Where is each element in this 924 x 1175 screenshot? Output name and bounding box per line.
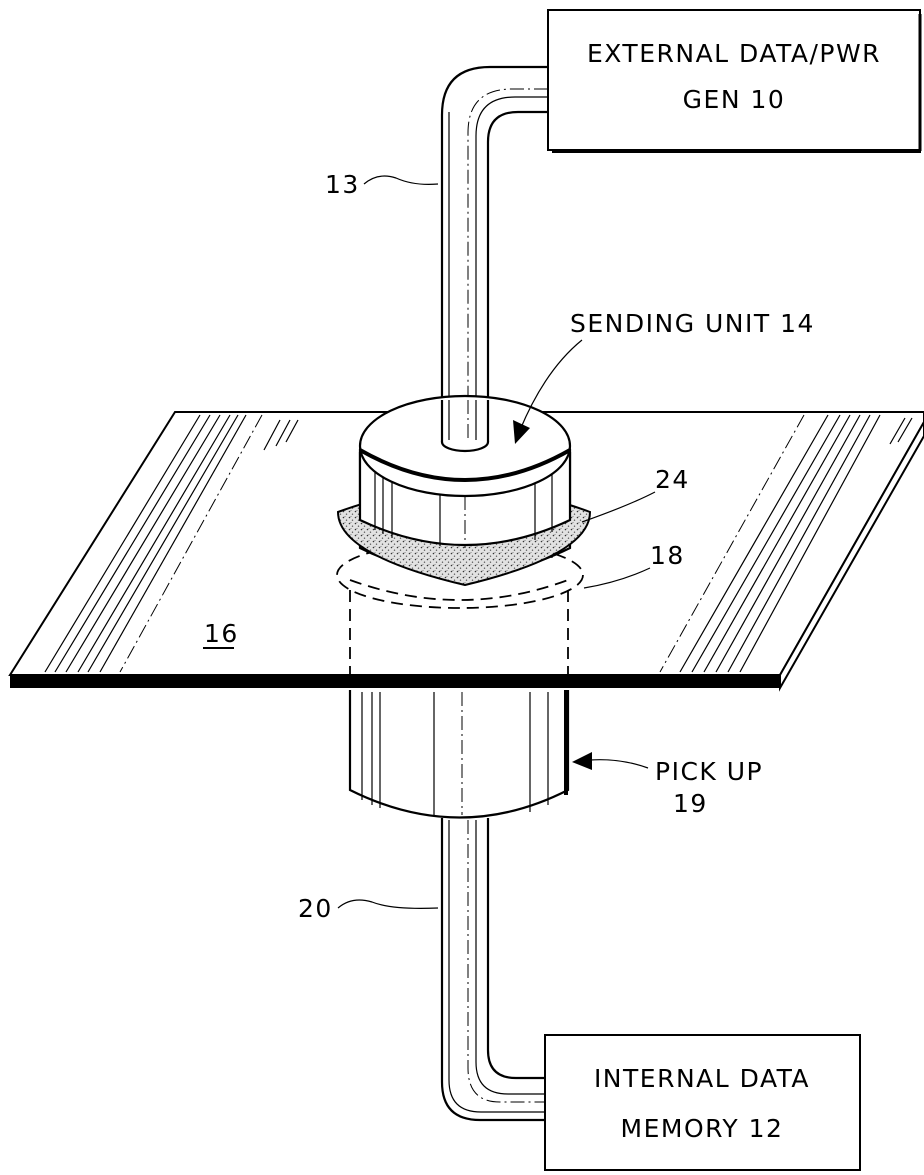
panel-left-hatching	[44, 414, 299, 673]
pickup-text-line1: PICK UP	[655, 757, 763, 786]
ref-24-text: 24	[655, 465, 690, 494]
external-box-line2: GEN 10	[683, 85, 786, 114]
sending-unit-arrowhead	[513, 420, 530, 444]
label-pickup: PICK UP 19	[572, 752, 763, 818]
lower-cable	[440, 818, 545, 1122]
panel-right-hatching	[659, 414, 913, 673]
label-16: 16	[203, 619, 239, 649]
label-24: 24	[581, 465, 690, 523]
label-18: 18	[583, 541, 685, 589]
upper-cable	[440, 65, 548, 445]
external-generator-box: EXTERNAL DATA/PWR GEN 10	[547, 9, 922, 153]
sending-unit-text: SENDING UNIT 14	[570, 309, 815, 338]
label-13: 13	[325, 170, 439, 199]
sending-unit	[336, 394, 592, 587]
hidden-zone-dashed	[336, 541, 584, 675]
ref-13-text: 13	[325, 170, 360, 199]
ref-20-text: 20	[298, 894, 333, 923]
ref-16-text: 16	[204, 619, 239, 648]
internal-box-line1: INTERNAL DATA	[594, 1064, 810, 1093]
pickup-unit	[348, 690, 570, 819]
pickup-arrowhead	[572, 752, 592, 770]
internal-memory-box: INTERNAL DATA MEMORY 12	[544, 1034, 861, 1171]
ref-18-text: 18	[650, 541, 685, 570]
label-sending-unit: SENDING UNIT 14	[513, 309, 815, 444]
pickup-text-line2: 19	[673, 789, 708, 818]
internal-box-line2: MEMORY 12	[621, 1114, 784, 1143]
external-box-line1: EXTERNAL DATA/PWR	[587, 39, 881, 68]
label-20: 20	[298, 894, 439, 923]
